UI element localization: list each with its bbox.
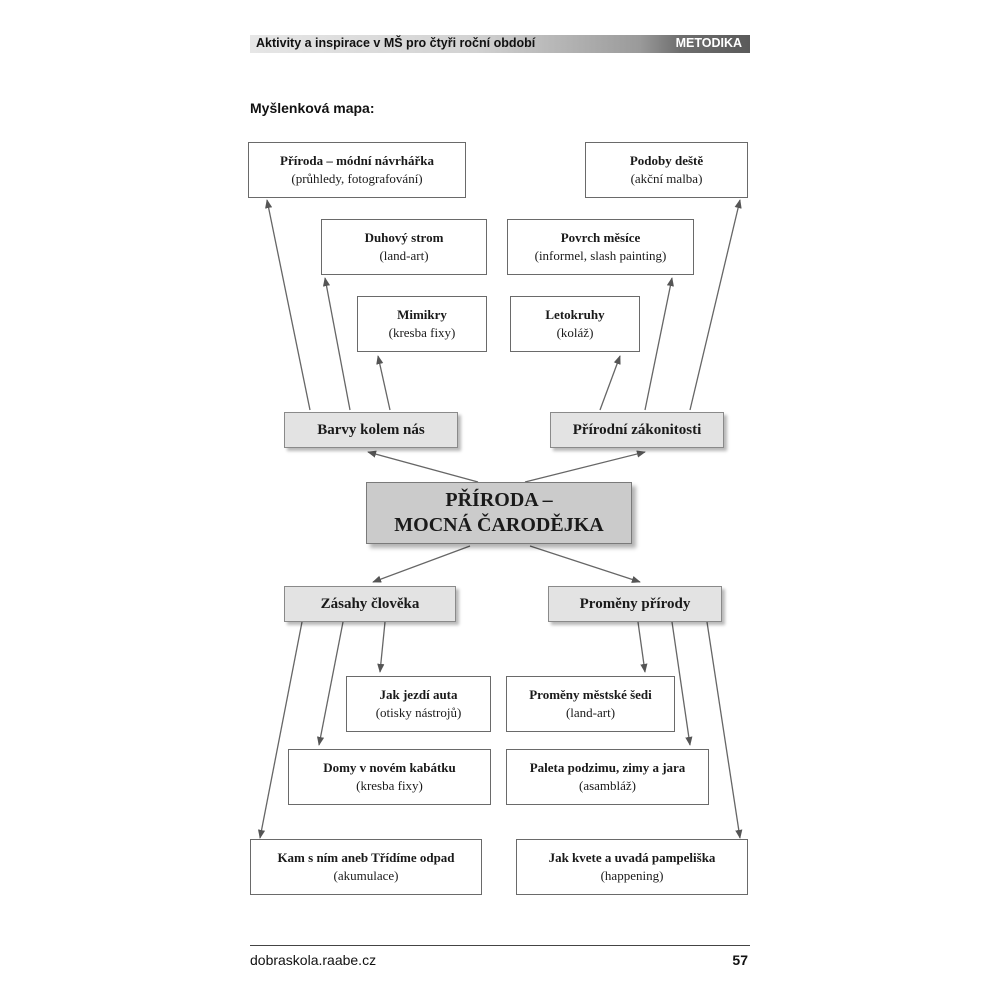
node-povrch-mesice: Povrch měsíce (informel, slash painting) [507, 219, 694, 275]
arrow-barvy-to-priroda-navrharka [265, 199, 311, 411]
node-podoby-deste: Podoby deště (akční malba) [585, 142, 748, 198]
node-promeny-mestske-sedi: Proměny městské šedi (land-art) [506, 676, 675, 732]
mind-map-label: Myšlenková mapa: [250, 100, 375, 116]
node-title: Mimikry [397, 307, 447, 323]
central-topic-line1: PŘÍRODA – [445, 489, 553, 511]
header-title: Aktivity a inspirace v MŠ pro čtyři ročn… [256, 36, 536, 50]
central-topic-line2: MOCNÁ ČARODĚJKA [394, 514, 604, 536]
node-priroda-modni-navrharka: Příroda – módní návrhářka (průhledy, fot… [248, 142, 466, 198]
node-title: Jak kvete a uvadá pampeliška [548, 850, 716, 866]
arrow-promeny-to-promeny-sedi [637, 621, 648, 673]
footer-url[interactable]: dobraskola.raabe.cz [250, 952, 377, 968]
node-mimikry: Mimikry (kresba fixy) [357, 296, 487, 352]
node-note: (koláž) [556, 325, 594, 340]
central-topic: PŘÍRODA – MOCNÁ ČARODĚJKA [366, 482, 632, 544]
arrow-zasahy-to-jak-jezdi-auta [377, 621, 386, 673]
arrow-center-to-zasahy [372, 545, 471, 583]
node-paleta-podzimu: Paleta podzimu, zimy a jara (asambláž) [506, 749, 709, 805]
node-title: Domy v novém kabátku [323, 760, 456, 776]
node-title: Proměny městské šedi [529, 687, 652, 703]
node-title: Paleta podzimu, zimy a jara [529, 760, 686, 776]
node-note: (informel, slash painting) [534, 248, 667, 263]
page-number: 57 [732, 952, 748, 968]
node-title: Duhový strom [364, 230, 444, 246]
category-prirodni-zakonitosti: Přírodní zákonitosti [550, 412, 724, 448]
node-title: Podoby deště [629, 153, 704, 169]
arrow-center-to-barvy [367, 450, 479, 483]
arrow-zasahy-to-domy [317, 621, 344, 746]
node-domy-v-novem-kabatku: Domy v novém kabátku (kresba fixy) [288, 749, 491, 805]
arrow-center-to-zakonitosti [524, 450, 646, 483]
node-letokruhy: Letokruhy (koláž) [510, 296, 640, 352]
node-jak-jezdi-auta: Jak jezdí auta (otisky nástrojů) [346, 676, 491, 732]
arrow-center-to-promeny [529, 545, 641, 583]
header-bar: Aktivity a inspirace v MŠ pro čtyři ročn… [250, 35, 750, 53]
arrow-barvy-to-mimikry [376, 355, 391, 411]
arrow-zasahy-to-kam-s-nim [258, 621, 303, 839]
node-note: (otisky nástrojů) [375, 705, 462, 720]
node-duhovy-strom: Duhový strom (land-art) [321, 219, 487, 275]
category-zasahy-cloveka: Zásahy člověka [284, 586, 456, 622]
arrow-barvy-to-duhovy-strom [322, 277, 351, 411]
node-note: (happening) [600, 868, 664, 883]
node-note: (land-art) [565, 705, 616, 720]
node-title: Povrch měsíce [560, 230, 641, 246]
footer-rule [250, 945, 750, 946]
category-promeny-prirody: Proměny přírody [548, 586, 722, 622]
node-note: (kresba fixy) [388, 325, 456, 340]
node-note: (průhledy, fotografování) [291, 171, 423, 186]
arrow-zakonitosti-to-podoby-deste [689, 199, 742, 411]
node-note: (akumulace) [333, 868, 399, 883]
header-section-label: METODIKA [675, 36, 742, 50]
node-note: (land-art) [379, 248, 429, 263]
arrow-zakonitosti-to-letokruhy [599, 355, 621, 411]
arrow-promeny-to-pampeliska [706, 621, 743, 839]
node-note: (akční malba) [630, 171, 703, 186]
node-title: Jak jezdí auta [379, 687, 458, 703]
category-barvy-kolem-nas: Barvy kolem nás [284, 412, 458, 448]
node-title: Příroda – módní návrhářka [280, 153, 434, 169]
node-kam-s-nim: Kam s ním aneb Třídíme odpad (akumulace) [250, 839, 482, 895]
node-note: (asambláž) [578, 778, 637, 793]
node-pampeliska: Jak kvete a uvadá pampeliška (happening) [516, 839, 748, 895]
arrow-zakonitosti-to-povrch-mesice [644, 277, 674, 411]
arrow-promeny-to-paleta [671, 621, 693, 746]
node-note: (kresba fixy) [356, 778, 423, 793]
node-title: Kam s ním aneb Třídíme odpad [277, 850, 455, 866]
node-title: Letokruhy [545, 307, 605, 323]
